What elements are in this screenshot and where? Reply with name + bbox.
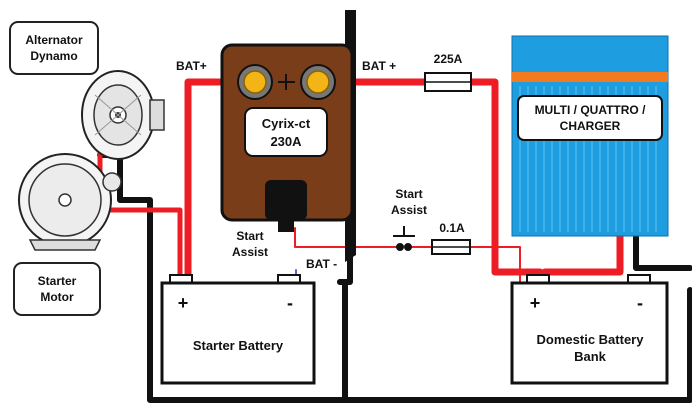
start-assist-terminal-label-line2: Assist [232, 245, 268, 259]
alternator-label-line1: Alternator [25, 33, 83, 47]
starter-battery-negative-sign: - [287, 293, 293, 313]
start-assist-switch [393, 226, 415, 251]
bat-minus-label: BAT - [306, 257, 337, 271]
cyrix-rating-label: 230A [270, 134, 302, 149]
charger: MULTI / QUATTRO / CHARGER [511, 35, 669, 237]
alternator-label: Alternator Dynamo [9, 21, 99, 75]
fuse-0-1a-label: 0.1A [439, 221, 465, 235]
cyrix-model-label: Cyrix-ct [262, 116, 311, 131]
bat-plus-left-label: BAT+ [176, 59, 207, 73]
starter-battery-positive-sign: + [178, 293, 189, 313]
start-assist-terminal-label-line1: Start [236, 229, 263, 243]
starter-motor-label-line1: Starter [38, 274, 77, 288]
starter-motor-label: Starter Motor [13, 262, 101, 316]
charger-label-line1: MULTI / QUATTRO / [535, 103, 647, 117]
fuse-0-1a [431, 239, 471, 255]
fuse-225a-label: 225A [434, 52, 463, 66]
fuse-225a [424, 72, 472, 92]
domestic-battery-bank: + - Domestic Battery Bank [510, 274, 669, 385]
domestic-battery-label-line1: Domestic Battery [537, 332, 645, 347]
charger-label-line2: CHARGER [560, 119, 621, 133]
starter-battery: + - Starter Battery [160, 274, 316, 385]
domestic-battery-positive-sign: + [530, 293, 541, 313]
start-assist-switch-label-line1: Start [395, 187, 422, 201]
alternator [81, 70, 165, 160]
starter-motor-label-line2: Motor [40, 290, 74, 304]
start-assist-switch-label-line2: Assist [391, 203, 427, 217]
starter-motor [18, 153, 122, 251]
bat-plus-right-label: BAT + [362, 59, 396, 73]
starter-battery-label: Starter Battery [193, 338, 284, 353]
cyrix-relay: Cyrix-ct 230A [220, 10, 356, 262]
domestic-battery-negative-sign: - [637, 293, 643, 313]
alternator-label-line2: Dynamo [30, 49, 77, 63]
domestic-battery-label-line2: Bank [574, 349, 607, 364]
